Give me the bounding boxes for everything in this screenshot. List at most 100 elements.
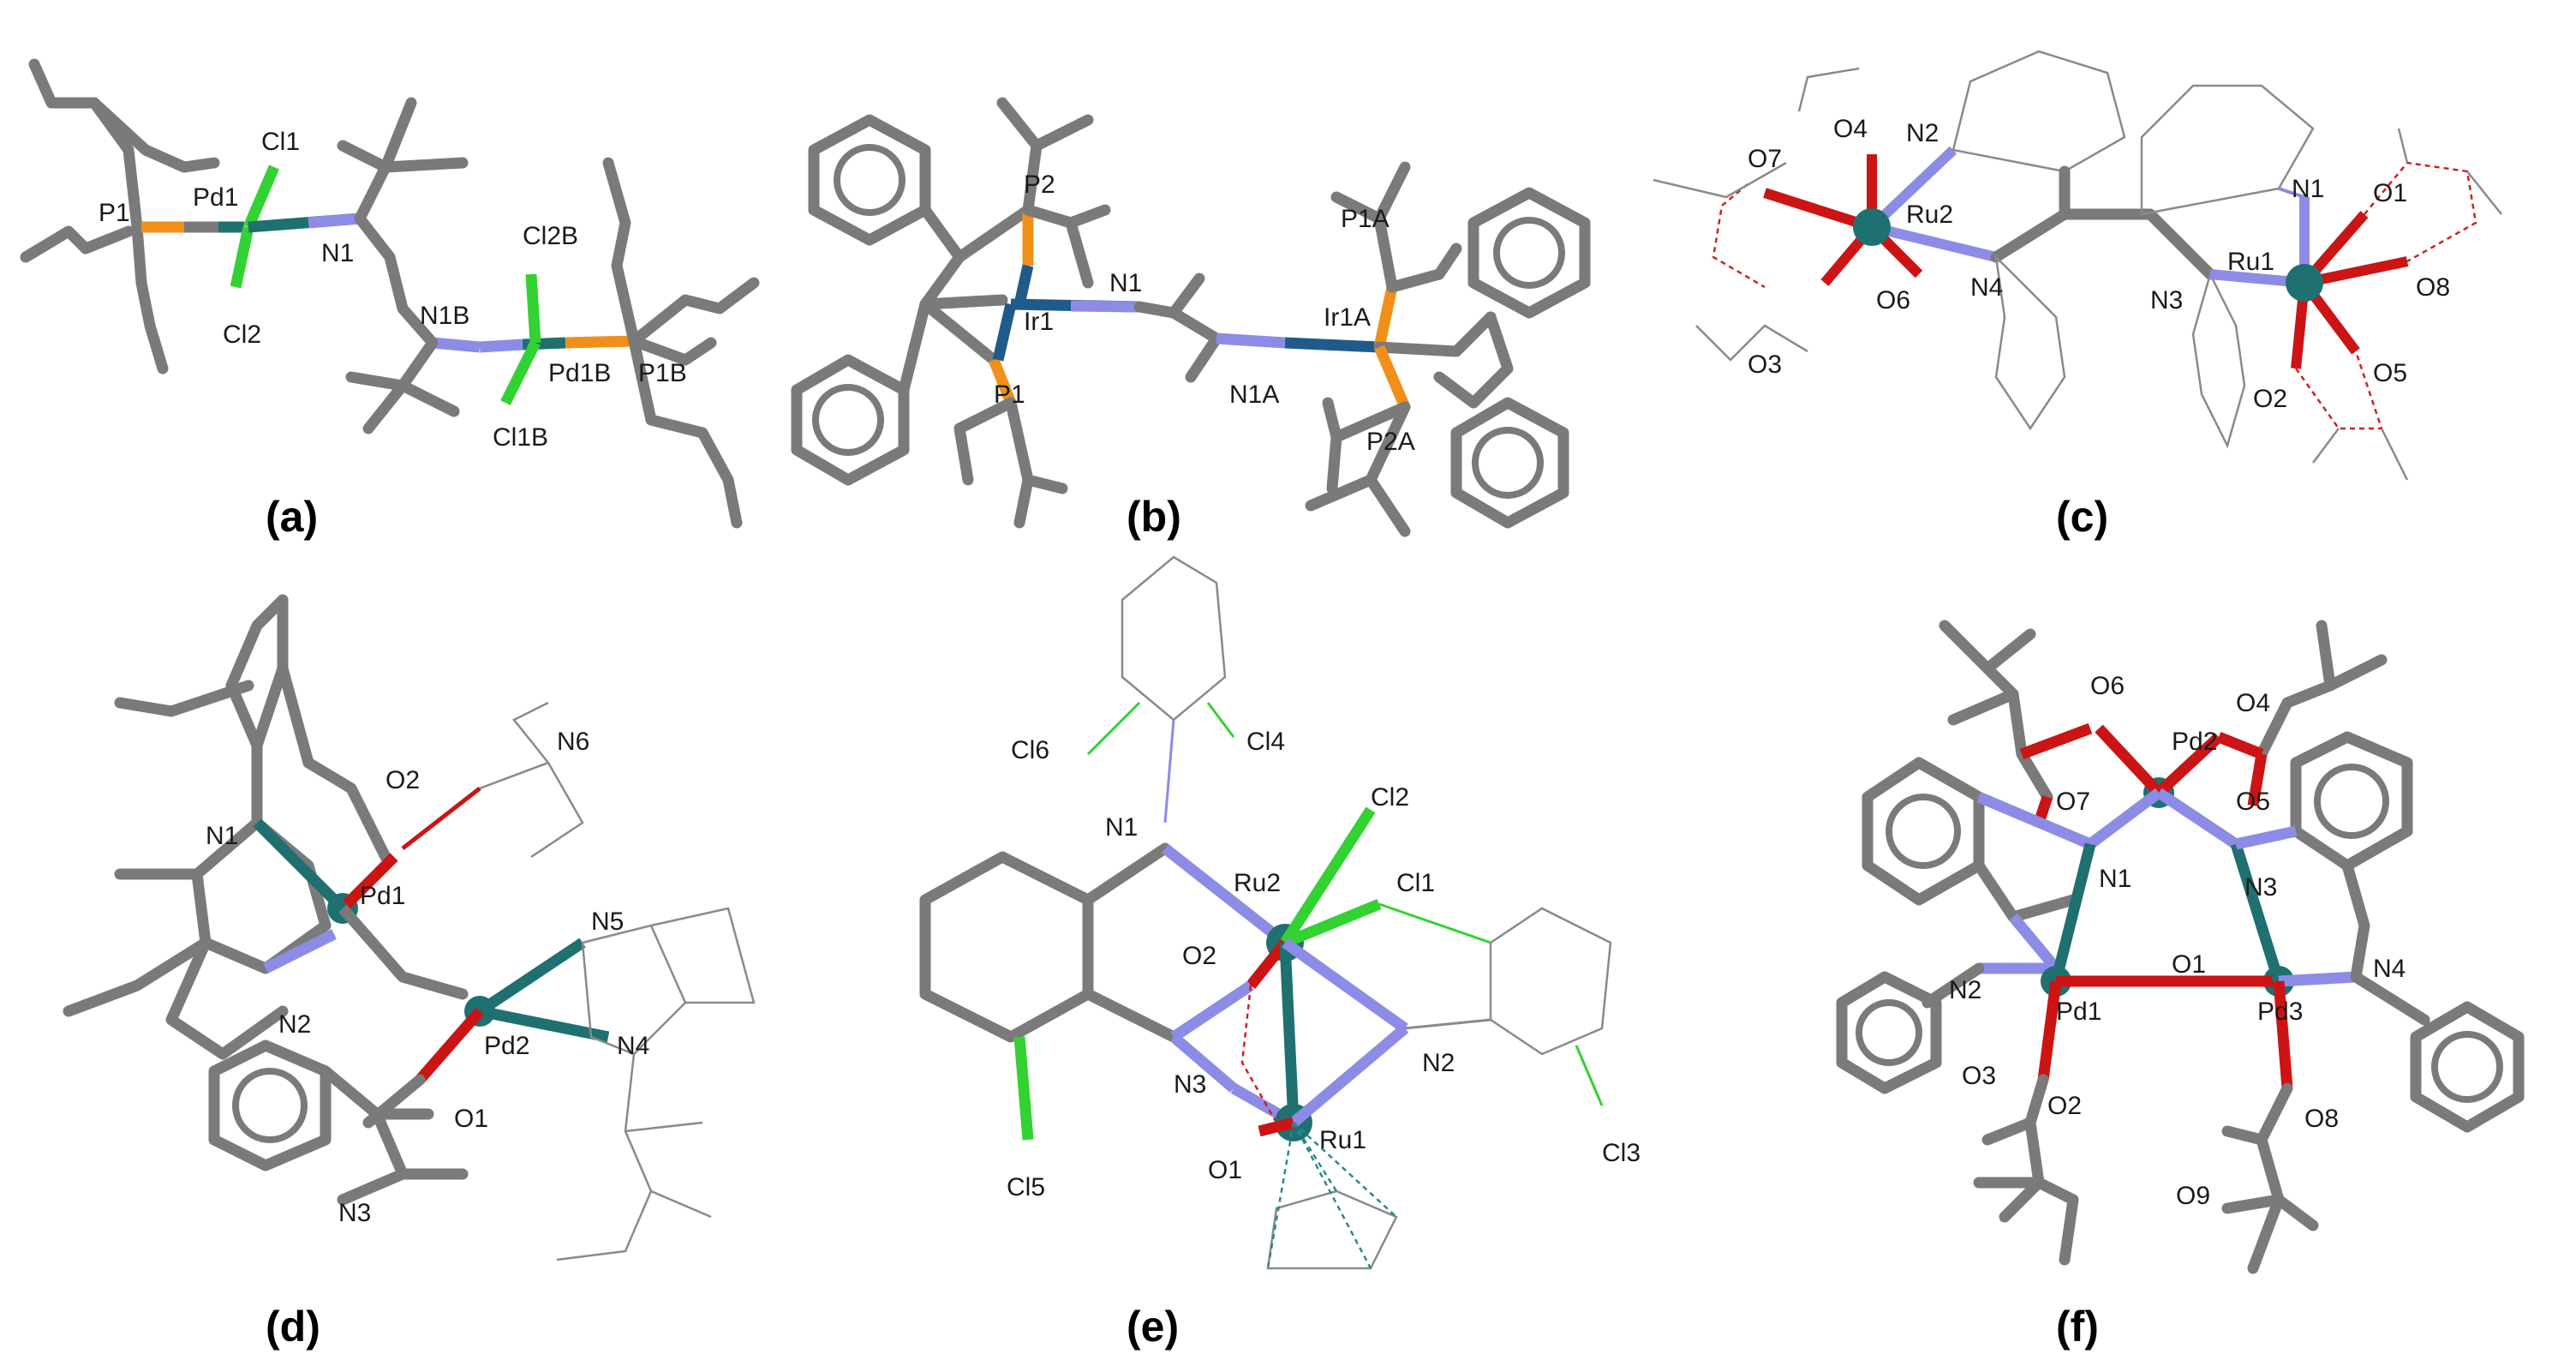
bond-chain [131, 221, 169, 374]
dashed-bond [2364, 161, 2477, 263]
atom-label: N2 [1422, 1049, 1455, 1077]
bond [1976, 792, 2093, 849]
bond [1374, 344, 1410, 410]
bond [243, 165, 279, 230]
atom-label: Pd1B [548, 359, 611, 387]
benzene-ring [2290, 731, 2413, 872]
bond [919, 298, 1000, 366]
bond [1169, 1033, 1238, 1093]
atom-label: O2 [2253, 385, 2287, 413]
bond [628, 335, 743, 529]
atom-label: N1 [1105, 813, 1138, 842]
atom-label: O5 [2236, 788, 2270, 816]
atom-label: N3 [338, 1199, 371, 1227]
panel-b: P2 N1 Ir1 P1 P1A Ir1A N1A P2A (b) [791, 97, 1591, 541]
atom-label: N1 [1109, 269, 1142, 297]
atom-label: P2A [1366, 428, 1415, 456]
bond [2247, 1194, 2285, 1274]
bond [1282, 938, 1408, 1033]
thin-bond [512, 701, 549, 764]
bond [1170, 980, 1254, 1042]
benzene-ring [1862, 757, 1985, 906]
atom-label: O1 [454, 1105, 488, 1133]
panel-d: N6 O2 N1 Pd1 N5 N2 Pd2 N4 O1 N3 (d) [63, 594, 756, 1351]
bond [1013, 474, 1034, 529]
atom-label: N1 [2099, 865, 2131, 893]
thin-ring [1489, 907, 1612, 1056]
thin-bond [2466, 171, 2502, 215]
bond [628, 277, 760, 347]
bond [1575, 1045, 1604, 1106]
bond [525, 273, 541, 344]
bond [2278, 971, 2357, 987]
bond [165, 937, 289, 1060]
benzene-ring [1450, 397, 1569, 529]
atom-label: O9 [2176, 1182, 2210, 1210]
atom-label: N6 [557, 728, 589, 756]
bond [476, 938, 586, 1016]
aromatic-circle [2431, 1031, 2503, 1103]
panel-a: P1 Pd1 Cl1 N1 Cl2 N1B Cl2B Pd1B P1B Cl1B… [20, 58, 760, 541]
bond [1433, 311, 1514, 409]
bond [2155, 733, 2223, 797]
atom-label: O1 [2172, 950, 2206, 979]
thin-bond [2380, 428, 2409, 481]
bond [2216, 731, 2264, 760]
benzene-ring [808, 114, 931, 246]
aromatic-circle [1472, 427, 1544, 499]
bond [432, 337, 481, 353]
atom-label: O1 [2373, 179, 2407, 207]
aromatic-circle [232, 1068, 308, 1143]
benzene-ring [208, 1039, 332, 1171]
atom-label: N5 [591, 908, 624, 936]
bond-chain [88, 97, 220, 173]
aromatic-circle [1493, 217, 1565, 289]
bond [1133, 273, 1205, 319]
thin-bond [2312, 428, 2340, 464]
bond [953, 397, 1017, 486]
dashed-bond [1266, 1122, 1295, 1269]
bond [1168, 307, 1222, 383]
thin-ring [581, 924, 687, 1056]
bond [2221, 1082, 2293, 1146]
bond [478, 1005, 610, 1043]
atom-label: Cl2 [223, 321, 261, 349]
panel-label-b: (b) [1127, 493, 1181, 541]
bond [362, 1074, 426, 1129]
thin-bond [1797, 67, 1860, 112]
bond [988, 357, 1017, 405]
atom-label: N1A [1229, 380, 1279, 409]
atom-label: P1 [99, 199, 130, 227]
thin-ring [2191, 271, 2246, 449]
bond [1939, 620, 2036, 674]
aromatic-circle [1856, 999, 1922, 1066]
atom-label: O4 [1833, 115, 1868, 143]
aromatic-circle [834, 144, 905, 216]
benzene-ring [791, 354, 910, 486]
bond [2221, 1194, 2285, 1214]
aromatic-circle [812, 384, 884, 456]
bond [1013, 264, 1034, 306]
atom-label: Cl4 [1246, 728, 1285, 756]
bond [1373, 311, 1497, 357]
panel-label-d: (d) [266, 1303, 320, 1351]
atom-label: Pd2 [484, 1032, 529, 1060]
atom-label: Ir1 [1024, 308, 1054, 336]
thin-bond [2397, 128, 2409, 164]
bond [1082, 842, 1171, 906]
bond [1326, 431, 1342, 494]
atom-label: O4 [2236, 689, 2270, 717]
bond [253, 818, 347, 913]
dashed-bond [2294, 350, 2383, 430]
bond [1386, 243, 1462, 293]
atom-label: O8 [2304, 1105, 2339, 1133]
bond [1258, 1117, 1295, 1137]
atom-label: O7 [1748, 145, 1782, 173]
bond [1378, 902, 1491, 944]
benzene-ring [919, 851, 1094, 1043]
bond [1280, 806, 1376, 946]
bond [1289, 1024, 1409, 1127]
aromatic-circle [1886, 794, 1961, 869]
bond [1005, 397, 1068, 494]
